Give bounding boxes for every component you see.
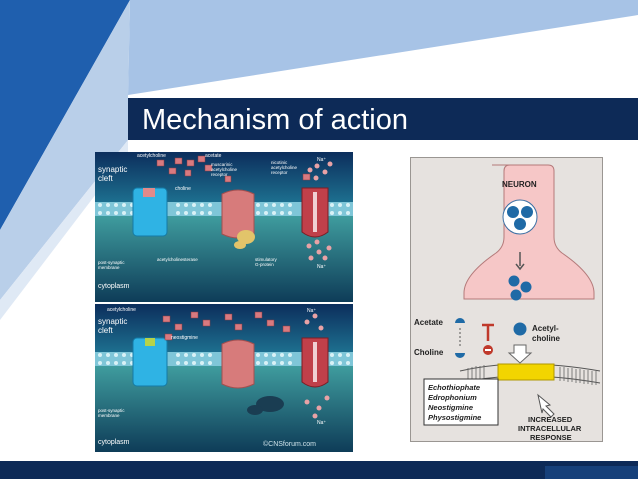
label-stimulatory-1: stimulatory	[255, 257, 278, 262]
neuron-label: NEURON	[502, 180, 537, 189]
label-choline: choline	[175, 186, 191, 192]
label-nicotinic-3: receptor	[271, 170, 288, 175]
response-label-3: RESPONSE	[530, 433, 572, 442]
label-cleft: cleft	[98, 174, 113, 183]
cholinesterase-inhibitor-diagram: NEURON Acetate Choline Acetyl- choline E…	[410, 157, 603, 442]
label-muscarinic-1: muscarinic	[211, 162, 233, 167]
acetylcholine-label-2: choline	[532, 334, 561, 343]
label-acetylcholine-bottom: acetylcholine	[107, 307, 136, 313]
drug-list-box	[423, 378, 499, 426]
drug-3: Neostigmine	[428, 403, 473, 412]
label-muscarinic-3: receptor	[211, 172, 228, 177]
label-synaptic-bottom: synaptic	[98, 317, 127, 326]
synapse-illustration: acetylcholine acetate synaptic cleft mus…	[95, 152, 353, 452]
acetate-label: Acetate	[414, 318, 443, 327]
acetylcholine-label-1: Acetyl-	[532, 324, 559, 333]
label-acetate: acetate	[205, 153, 222, 159]
title-bar	[128, 98, 638, 140]
top-synapse-panel: acetylcholine acetate synaptic cleft mus…	[95, 152, 353, 302]
response-label-1: INCREASED	[528, 415, 573, 424]
bottom-synapse-panel: acetylcholine synaptic cleft neostigmine…	[95, 304, 353, 452]
footer-bar	[0, 461, 638, 479]
label-nicotinic-2: acetylcholine	[271, 165, 298, 170]
label-synaptic: synaptic	[98, 165, 127, 174]
label-na-top: Na⁺	[317, 157, 326, 163]
label-cytoplasm-bottom: cytoplasm	[98, 439, 130, 446]
drug-4: Physostigmine	[428, 413, 481, 422]
footer-accent	[545, 466, 638, 479]
label-acetylcholine: acetylcholine	[137, 153, 166, 159]
label-neostigmine: neostigmine	[171, 335, 198, 341]
label-acetylcholinesterase: acetylcholinesterase	[157, 257, 198, 262]
label-postsynaptic-2-bottom: membrane	[98, 413, 120, 418]
choline-label: Choline	[414, 348, 444, 357]
response-label-2: INTRACELLULAR	[518, 424, 582, 433]
label-postsynaptic-1-bottom: post-synaptic	[98, 408, 125, 413]
label-postsynaptic-2: membrane	[98, 265, 120, 270]
label-nicotinic-1: nicotinic	[271, 160, 288, 165]
drug-1: Echothiophate	[428, 383, 480, 392]
label-na-top-bottom: Na⁺	[307, 308, 316, 314]
drug-2: Edrophonium	[428, 393, 477, 402]
label-credit: ©CNSforum.com	[263, 440, 316, 448]
label-cytoplasm: cytoplasm	[98, 283, 130, 290]
slide-title: Mechanism of action	[142, 104, 408, 136]
label-na-bottom: Na⁺	[317, 264, 326, 270]
label-stimulatory-2: G-protein	[255, 262, 274, 267]
label-postsynaptic-1: post-synaptic	[98, 260, 125, 265]
label-muscarinic-2: acetylcholine	[211, 167, 238, 172]
label-cleft-bottom: cleft	[98, 326, 113, 335]
label-na-bottom-bottom: Na⁺	[317, 420, 326, 426]
